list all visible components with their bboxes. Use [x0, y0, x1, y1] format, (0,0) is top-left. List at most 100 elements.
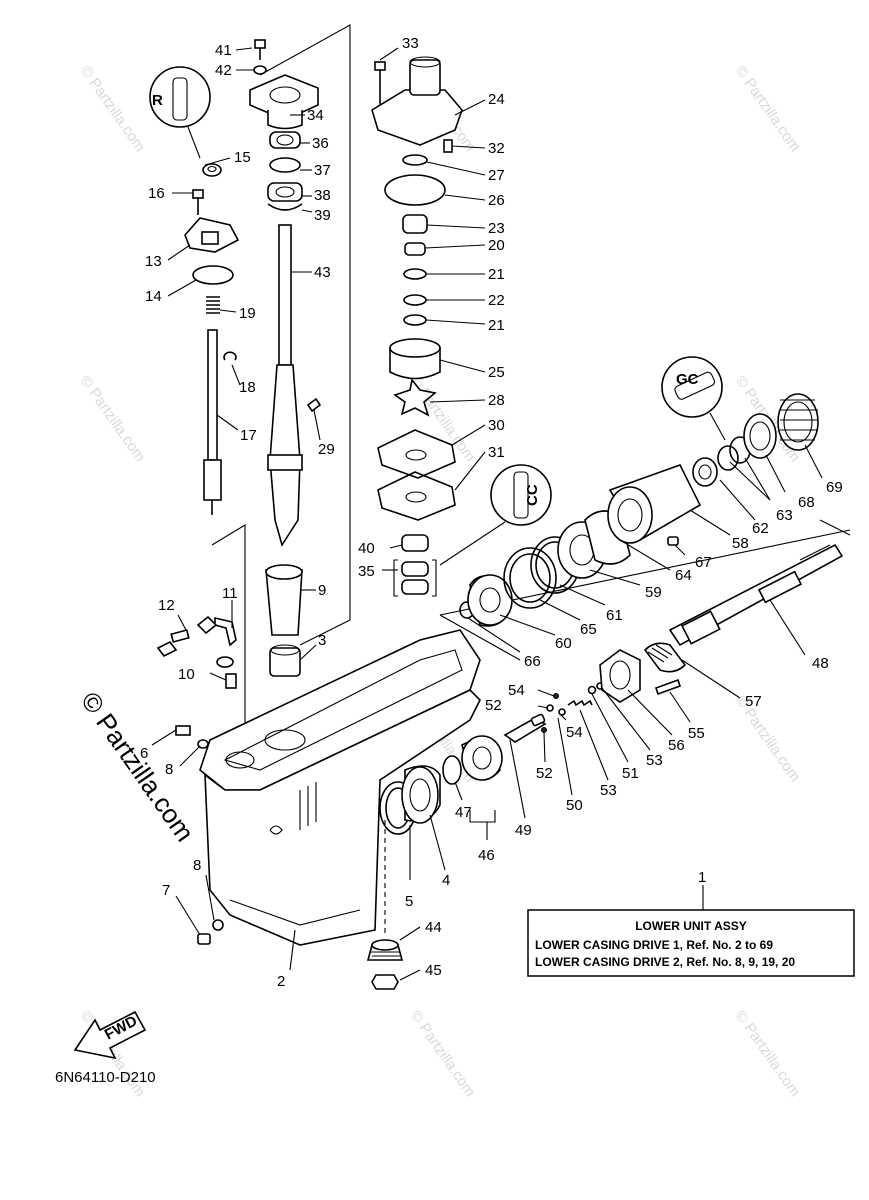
- watermark-large: © Partzilla.com: [75, 686, 200, 847]
- callout-43: 43: [314, 264, 331, 281]
- callout-59: 59: [645, 584, 662, 601]
- callout-46: 46: [478, 847, 495, 864]
- callout-6: 6: [140, 745, 148, 762]
- callout-5: 5: [405, 893, 413, 910]
- callout-9: 9: [318, 582, 326, 599]
- svg-text:R: R: [152, 92, 163, 109]
- callout-66: 66: [524, 653, 541, 670]
- callout-53: 53: [646, 752, 663, 769]
- callout-50: 50: [566, 797, 583, 814]
- callout-3: 3: [318, 632, 326, 649]
- callout-41: 41: [215, 42, 232, 59]
- forward-gear-assembly: [379, 713, 547, 835]
- shift-linkage-parts: [156, 615, 237, 749]
- callout-52: 52: [485, 697, 502, 714]
- callout-30: 30: [488, 417, 505, 434]
- callout-8: 8: [165, 761, 173, 778]
- callout-2: 2: [277, 973, 285, 990]
- watermark: © Partzilla.com: [732, 1008, 804, 1101]
- callout-numbers: 41 42 34 36 37 38 39 43 33 24 32 27 26 2…: [140, 35, 843, 990]
- symbol-cc-label: CC: [524, 484, 541, 506]
- callout-64: 64: [675, 567, 692, 584]
- legend-line-2: LOWER CASING DRIVE 2, Ref. No. 8, 9, 19,…: [535, 955, 795, 969]
- legend-title: LOWER UNIT ASSY: [635, 919, 747, 933]
- callout-24: 24: [488, 91, 505, 108]
- legend-line-1: LOWER CASING DRIVE 1, Ref. No. 2 to 69: [535, 938, 773, 952]
- callout-52: 52: [536, 765, 553, 782]
- callout-1: 1: [698, 869, 706, 886]
- watermark: © Partzilla.com: [407, 1008, 479, 1101]
- callout-11: 11: [222, 585, 238, 602]
- callout-4: 4: [442, 872, 450, 889]
- callout-65: 65: [580, 621, 597, 638]
- callout-21: 21: [488, 317, 505, 334]
- pinion-gear-parts: [366, 939, 404, 990]
- propeller-shaft-assembly: [643, 543, 844, 673]
- callout-27: 27: [488, 167, 505, 184]
- callout-15: 15: [234, 149, 251, 166]
- callout-60: 60: [555, 635, 572, 652]
- callout-51: 51: [622, 765, 639, 782]
- callout-31: 31: [488, 444, 505, 461]
- callout-8: 8: [193, 857, 201, 874]
- callout-19: 19: [239, 305, 256, 322]
- shift-plunger-parts: [541, 649, 682, 733]
- callout-21: 21: [488, 266, 505, 283]
- water-pump-assembly: [371, 56, 463, 597]
- callout-35: 35: [358, 563, 375, 580]
- watermark: © Partzilla.com: [732, 63, 804, 156]
- callout-leaders: [151, 47, 823, 981]
- watermark: © Partzilla.com: [732, 693, 804, 786]
- shift-rod-assembly: [184, 163, 240, 515]
- callout-34: 34: [307, 107, 324, 124]
- callout-23: 23: [488, 220, 505, 237]
- callout-45: 45: [425, 962, 442, 979]
- callout-25: 25: [488, 364, 505, 381]
- callout-33: 33: [402, 35, 419, 52]
- callout-38: 38: [314, 187, 331, 204]
- callout-12: 12: [158, 597, 175, 614]
- callout-54: 54: [566, 724, 583, 741]
- callout-16: 16: [148, 185, 165, 202]
- drain-screw-parts: [197, 919, 224, 945]
- callout-26: 26: [488, 192, 505, 209]
- callout-39: 39: [314, 207, 331, 224]
- callout-7: 7: [162, 882, 170, 899]
- callout-57: 57: [745, 693, 762, 710]
- callout-28: 28: [488, 392, 505, 409]
- callout-47: 47: [455, 804, 472, 821]
- lower-casing: [199, 629, 481, 946]
- callout-22: 22: [488, 292, 505, 309]
- watermark: © Partzilla.com: [77, 63, 149, 156]
- callout-53: 53: [600, 782, 617, 799]
- callout-48: 48: [812, 655, 829, 672]
- callout-55: 55: [688, 725, 705, 742]
- callout-63: 63: [776, 507, 793, 524]
- callout-58: 58: [732, 535, 749, 552]
- sealant-symbol-circle-3: GC: [661, 356, 726, 441]
- drive-shaft-assembly: [249, 39, 322, 677]
- callout-32: 32: [488, 140, 505, 157]
- callout-69: 69: [826, 479, 843, 496]
- callout-37: 37: [314, 162, 331, 179]
- callout-14: 14: [145, 288, 162, 305]
- callout-18: 18: [239, 379, 256, 396]
- reverse-gear-housing-assembly: [459, 393, 819, 627]
- callout-67: 67: [695, 554, 712, 571]
- callout-44: 44: [425, 919, 442, 936]
- callout-54: 54: [508, 682, 525, 699]
- sealant-symbol-circle-2: CC: [439, 464, 552, 566]
- callout-68: 68: [798, 494, 815, 511]
- callout-40: 40: [358, 540, 375, 557]
- lower-unit-legend: 1 LOWER UNIT ASSY LOWER CASING DRIVE 1, …: [527, 869, 855, 977]
- callout-17: 17: [240, 427, 257, 444]
- callout-56: 56: [668, 737, 685, 754]
- callout-42: 42: [215, 62, 232, 79]
- sealant-symbol-circle-1: R: [149, 66, 211, 159]
- callout-13: 13: [145, 253, 162, 270]
- callout-62: 62: [752, 520, 769, 537]
- callout-36: 36: [312, 135, 329, 152]
- callout-20: 20: [488, 237, 505, 254]
- diagram-code: 6N64110-D210: [55, 1069, 156, 1086]
